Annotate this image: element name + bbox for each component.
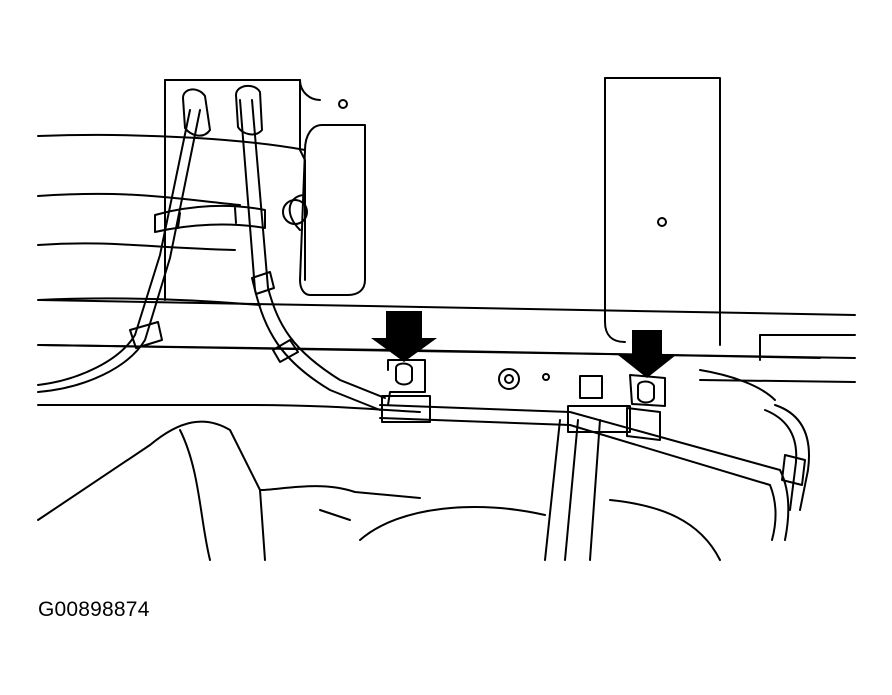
right-bracket-arrow — [618, 330, 676, 378]
left-cable-bracket — [387, 359, 426, 406]
main-cable — [235, 84, 386, 411]
cable-clamp-strap — [154, 204, 266, 233]
cable-routing-diagram — [37, 77, 856, 561]
rear-panel-right — [604, 77, 721, 346]
left-bracket-arrow — [371, 311, 437, 362]
crossmember — [39, 299, 856, 401]
rear-panel-left — [164, 79, 348, 301]
figure-id-label: G00898874 — [38, 598, 150, 621]
horizontal-cable — [379, 395, 790, 541]
vertical-strut — [544, 419, 601, 561]
right-harness — [764, 404, 810, 511]
lower-frame — [37, 420, 721, 561]
left-cable — [37, 88, 211, 393]
floor-panel-lines — [37, 133, 856, 413]
right-cable-bracket — [629, 374, 666, 407]
center-panel — [282, 124, 366, 296]
